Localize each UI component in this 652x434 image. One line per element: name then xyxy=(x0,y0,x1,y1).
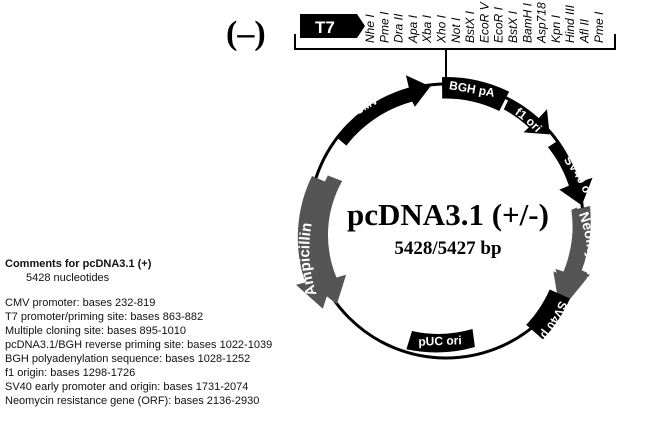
comment-line: pcDNA3.1/BGH reverse priming site: bases… xyxy=(5,339,273,351)
ampicillin-feature: Ampicillin xyxy=(296,175,347,309)
comment-line: f1 origin: bases 1298-1726 xyxy=(5,367,136,379)
comment-line: Multiple cloning site: bases 895-1010 xyxy=(5,325,187,337)
plasmid-name: pcDNA3.1 (+/-) xyxy=(347,197,549,232)
comments-subtitle: 5428 nucleotides xyxy=(26,272,110,284)
puc-ori-label: pUC ori xyxy=(418,333,462,349)
restriction-site-label: Asp718 I xyxy=(535,0,549,44)
f1-ori-feature: f1 ori xyxy=(503,98,550,135)
restriction-site-label: Pme I xyxy=(592,11,606,43)
comments-title: Comments for pcDNA3.1 (+) xyxy=(5,258,152,270)
restriction-site-label: BstX I xyxy=(463,10,477,43)
restriction-site-label: EcoR V xyxy=(477,1,491,43)
strand-mark: (–) xyxy=(226,15,266,52)
comment-line: CMV promoter: bases 232-819 xyxy=(5,297,156,309)
restriction-site-label: Kpn I xyxy=(549,14,563,43)
t7-label: T7 xyxy=(315,18,335,37)
restriction-site-label: Xba I xyxy=(420,14,434,44)
restriction-site-label: BstX I xyxy=(506,10,520,43)
puc-ori-feature: pUC ori xyxy=(406,329,475,353)
restriction-site-label: Apa I xyxy=(406,14,420,44)
neomycin-feature: Neomycin xyxy=(553,206,601,305)
restriction-site-label: Hind III xyxy=(563,4,577,43)
restriction-site-label: Not I xyxy=(449,17,463,43)
restriction-site-label: Afl II xyxy=(578,18,592,44)
pcmv-feature: PCMV xyxy=(336,75,431,146)
restriction-site-label: EcoR I xyxy=(492,6,506,43)
t7-promoter-box: T7 xyxy=(300,14,365,38)
restriction-site-label: Xho I xyxy=(435,14,449,44)
comment-line: BGH polyadenylation sequence: bases 1028… xyxy=(5,353,251,365)
restriction-site-label: Pme I xyxy=(377,11,391,43)
restriction-site-label: Dra II xyxy=(392,13,406,43)
plasmid-size: 5428/5427 bp xyxy=(394,238,501,259)
bgh-pa-feature: BGH pA xyxy=(442,77,510,111)
comment-line: Neomycin resistance gene (ORF): bases 21… xyxy=(5,395,260,407)
comments-panel: Comments for pcDNA3.1 (+) 5428 nucleotid… xyxy=(5,257,365,408)
restriction-site-label: BamH I xyxy=(520,2,534,43)
comment-line: SV40 early promoter and origin: bases 17… xyxy=(5,381,249,393)
restriction-site-label: Nhe I xyxy=(363,14,377,43)
comment-line: T7 promoter/priming site: bases 863-882 xyxy=(5,311,204,323)
